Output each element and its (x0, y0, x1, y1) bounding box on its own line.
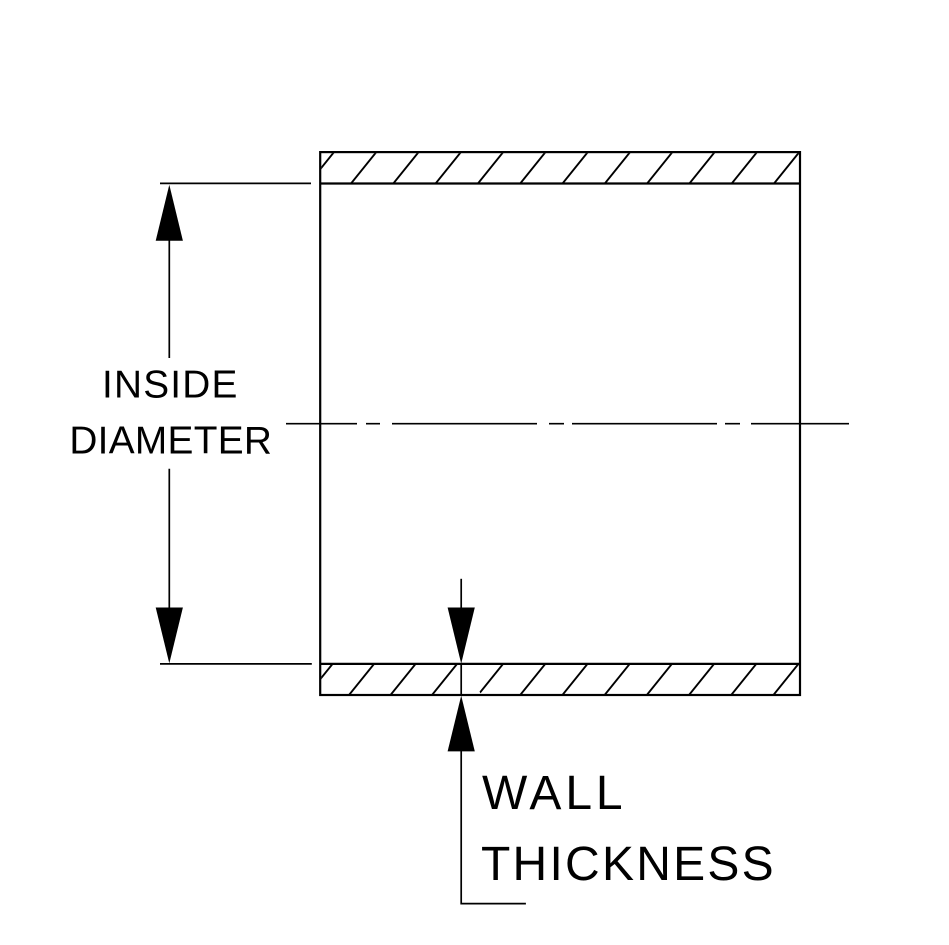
svg-text:INSIDE: INSIDE (102, 364, 239, 407)
svg-text:DIAMETER: DIAMETER (69, 419, 272, 462)
svg-text:THICKNESS: THICKNESS (481, 838, 776, 891)
svg-text:WALL: WALL (482, 767, 627, 820)
